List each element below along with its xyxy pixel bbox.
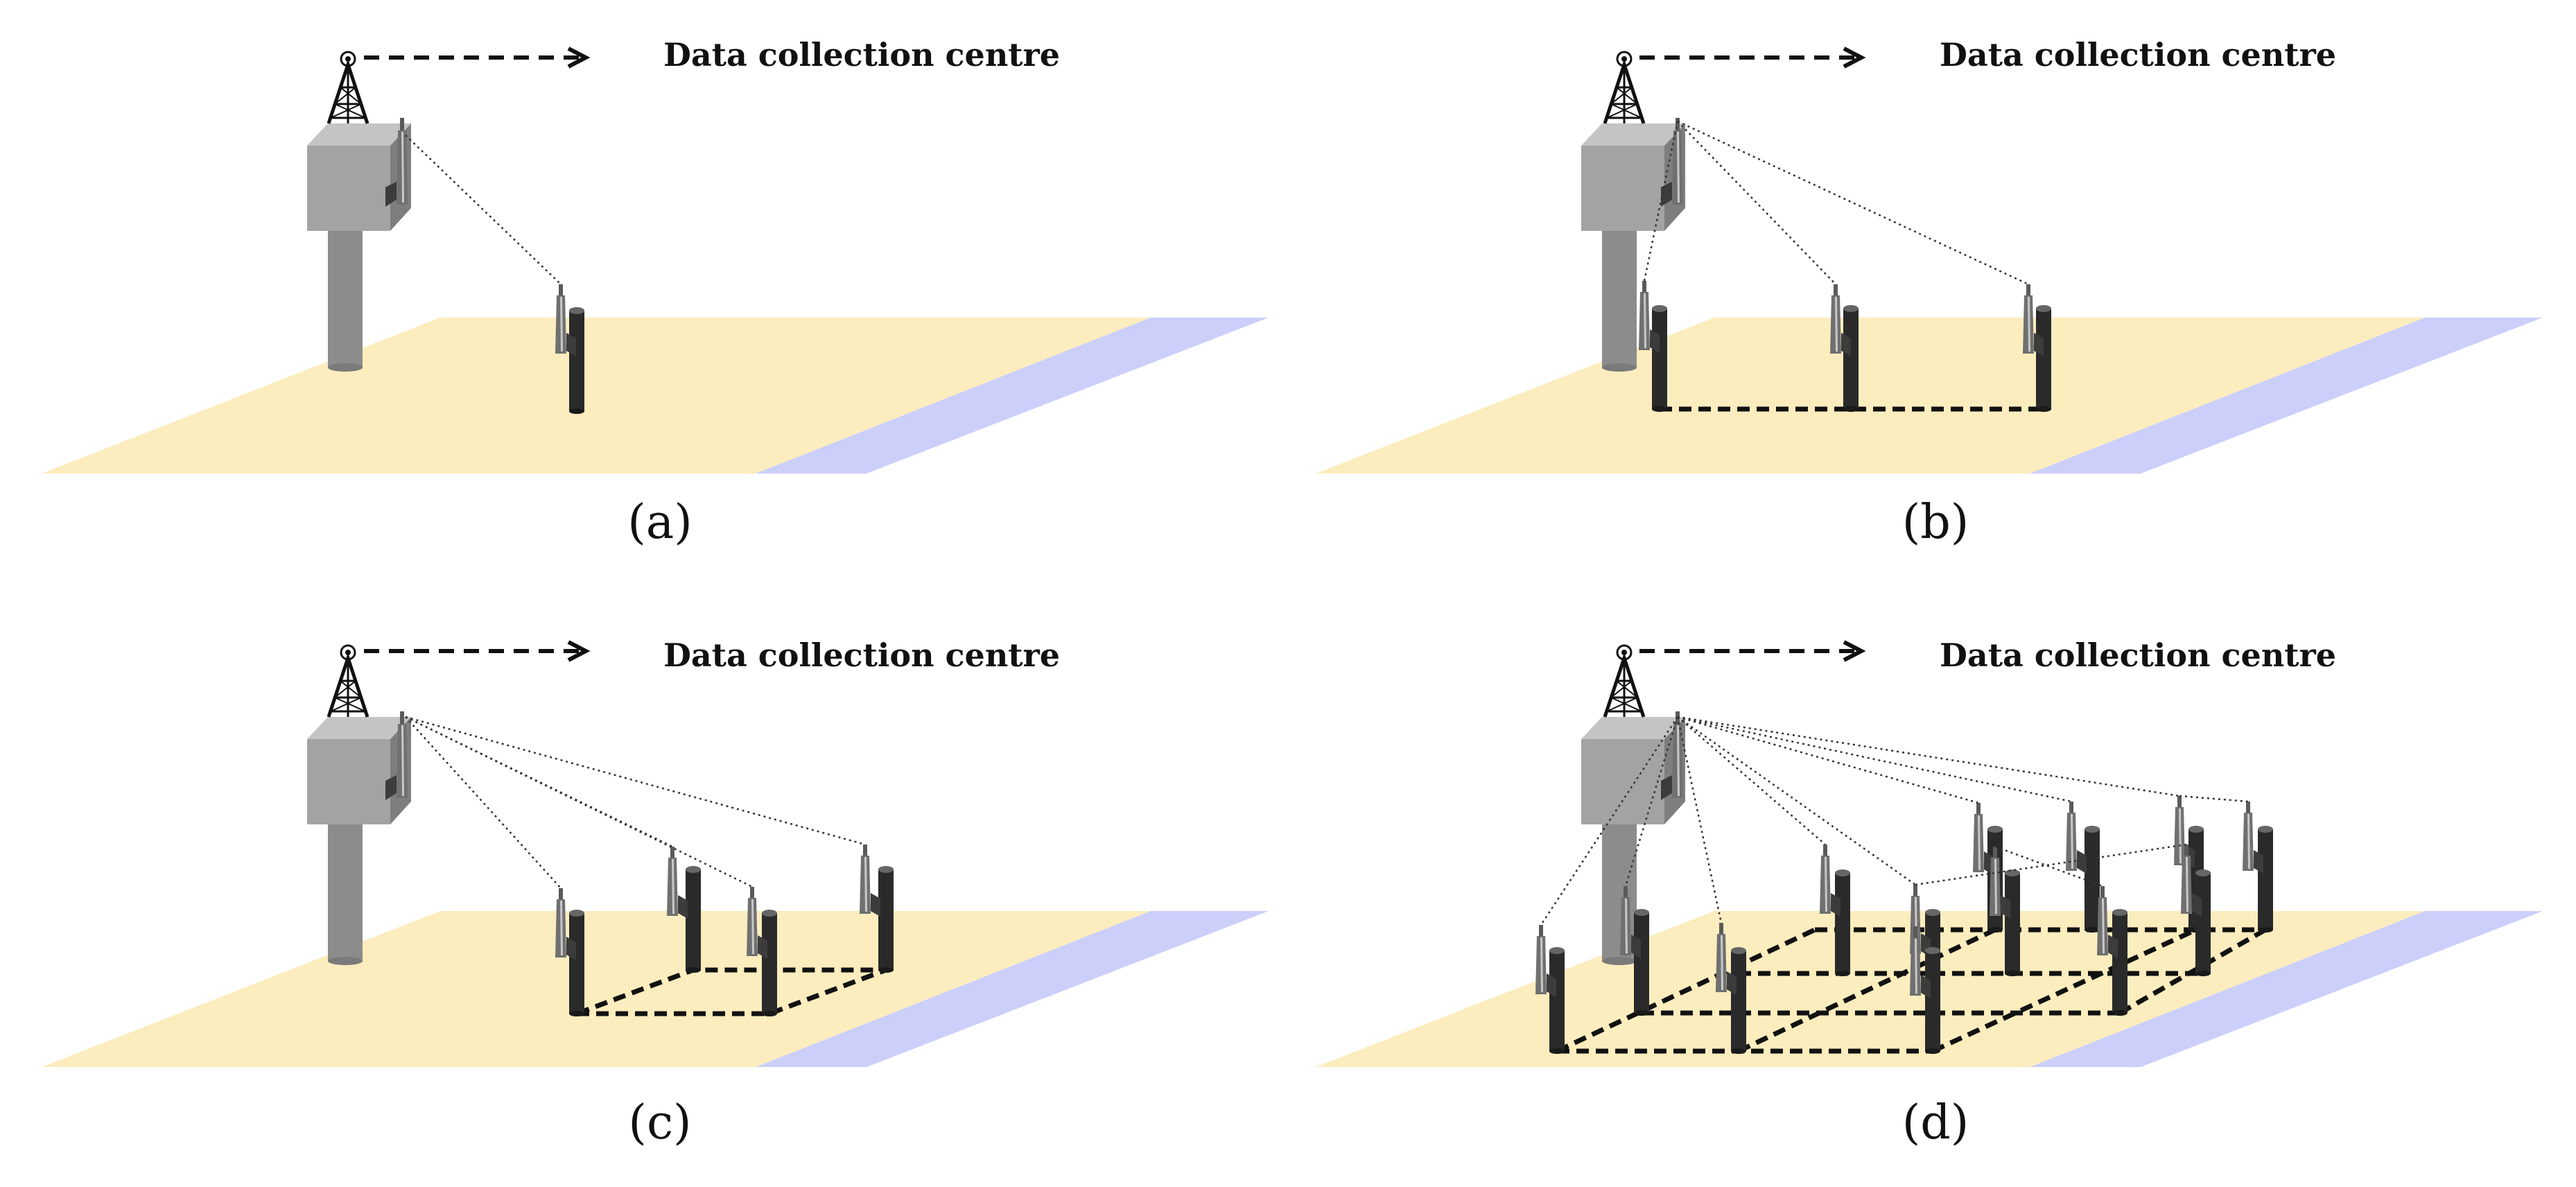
station-box-top <box>307 717 411 739</box>
sensor-antenna <box>555 284 576 356</box>
station-antenna <box>385 118 408 207</box>
sensor-antenna <box>2181 844 2202 917</box>
sensor-antenna <box>1820 844 1840 917</box>
uplink-arrow <box>1639 640 1866 662</box>
radio-tower-icon <box>1603 644 1646 718</box>
ground-plane <box>42 318 1151 474</box>
sensor-node <box>1835 869 1850 976</box>
sensor-antenna <box>1639 281 1660 353</box>
sensor-antenna <box>555 888 576 960</box>
sensor-node <box>2036 305 2051 412</box>
sensor-node <box>2258 826 2273 933</box>
data-collection-centre-label: Data collection centre <box>663 36 1061 73</box>
station-box-top <box>307 123 411 146</box>
panel-caption: (d) <box>1901 1095 1969 1150</box>
sensor-antenna <box>1535 925 1556 997</box>
panel-c: Data collection centre (c) <box>0 594 1288 1187</box>
sensor-antenna <box>1620 886 1641 958</box>
water-strip <box>2030 911 2543 1067</box>
sensor-antenna <box>2243 802 2263 874</box>
wireless-links <box>405 716 866 889</box>
sensor-antenna <box>1910 926 1931 998</box>
panel-a-diagram <box>42 46 1269 474</box>
sensor-node <box>1925 947 1940 1054</box>
wireless-links <box>1540 716 2249 926</box>
sensor-node <box>569 307 584 414</box>
sensor-node <box>1843 305 1859 412</box>
wireless-links <box>405 135 562 285</box>
uplink-arrow <box>364 640 591 662</box>
station-box-top <box>1581 717 1685 739</box>
panel-caption: (b) <box>1901 495 1969 550</box>
water-strip <box>756 911 1269 1067</box>
panel-a: Data collection centre (a) <box>0 0 1288 594</box>
sensor-node <box>2085 826 2100 933</box>
sensor-antenna <box>1716 923 1737 995</box>
station-box-front <box>307 739 390 824</box>
sensor-node <box>569 910 584 1016</box>
station-pole-base <box>1602 363 1637 372</box>
sensor-node <box>1549 947 1565 1054</box>
station-pole-base <box>1602 957 1637 965</box>
station-pole <box>328 822 363 961</box>
sensor-node <box>2112 909 2127 1016</box>
sensor-node <box>686 866 701 973</box>
sensor-node <box>2195 869 2211 976</box>
panel-b: Data collection centre (b) <box>1288 0 2576 594</box>
data-collection-centre-label: Data collection centre <box>663 636 1061 674</box>
data-collection-centre-label: Data collection centre <box>1940 636 2337 674</box>
wireless-links <box>1643 120 2029 286</box>
radio-tower-icon <box>1603 51 1646 124</box>
sensor-antenna <box>860 844 880 917</box>
base-station <box>307 717 411 965</box>
water-strip <box>756 318 1269 474</box>
station-pole <box>1602 229 1637 367</box>
panel-d-diagram <box>1316 640 2543 1067</box>
panel-caption: (c) <box>628 1095 692 1150</box>
sensor-node <box>1634 909 1649 1016</box>
station-box-front <box>1581 739 1664 824</box>
station-pole <box>328 229 363 367</box>
radio-tower-icon <box>327 51 369 124</box>
base-station <box>1581 717 1685 965</box>
station-antenna <box>1661 711 1683 800</box>
sensor-antenna <box>747 887 767 959</box>
radio-tower-icon <box>327 644 369 718</box>
sensor-antenna <box>2066 802 2087 874</box>
water-strip <box>2030 318 2543 474</box>
ground-plane <box>42 911 1151 1067</box>
panel-d: Data collection centre (d) <box>1288 594 2576 1187</box>
sensor-node <box>762 910 777 1016</box>
sensor-antenna <box>1830 284 1851 356</box>
uplink-arrow <box>1639 46 1866 69</box>
ground-plane <box>1316 318 2425 474</box>
station-pole-base <box>328 957 363 965</box>
station-pole <box>1602 822 1637 961</box>
panel-caption: (a) <box>627 495 693 550</box>
station-antenna <box>385 711 408 800</box>
sensor-node <box>878 866 894 973</box>
sensor-antenna <box>2023 284 2044 356</box>
sensor-antenna <box>667 847 688 919</box>
panel-b-diagram <box>1316 46 2543 474</box>
station-box-front <box>307 146 390 231</box>
station-box-front <box>1581 146 1664 231</box>
sensor-antenna <box>1973 803 1994 875</box>
panel-c-diagram <box>42 640 1269 1067</box>
sensor-antenna <box>2097 886 2118 958</box>
base-station <box>307 123 411 372</box>
station-box-top <box>1581 123 1685 146</box>
station-pole-base <box>328 363 363 372</box>
sensor-node <box>2005 869 2020 976</box>
data-collection-centre-label: Data collection centre <box>1940 36 2337 73</box>
sensor-node <box>1652 305 1667 412</box>
sensor-node <box>1731 947 1746 1054</box>
uplink-arrow <box>364 46 591 69</box>
